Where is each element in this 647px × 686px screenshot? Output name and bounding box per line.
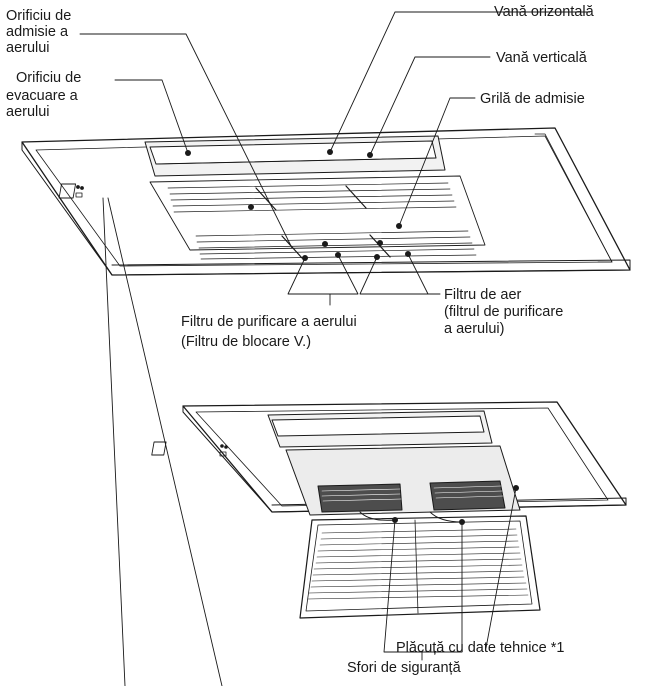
air-filter-label-2: (filtrul de purificare [444, 304, 563, 320]
intake-vent-label-3: aerului [6, 40, 50, 56]
intake-vent-label-2: admisie a [6, 24, 68, 40]
intake-vent-label-1: Orificiu de [6, 8, 71, 24]
top-unit [22, 128, 630, 275]
intake-grille-label: Grilă de admisie [480, 91, 585, 107]
air-filter-label-3: a aerului) [444, 321, 504, 337]
air-filter-label-1: Filtru de aer [444, 287, 521, 303]
vertical-vane-label: Vană verticală [496, 50, 587, 66]
purifying-filter-label-1: Filtru de purificare a aerului [181, 314, 357, 330]
spec-plate-label: Plăcuță cu date tehnice *1 [396, 640, 564, 656]
exhaust-vent-label-3: aerului [6, 104, 50, 120]
purifying-filter-label-2: (Filtru de blocare V.) [181, 334, 311, 350]
bottom-unit [152, 402, 626, 618]
exhaust-vent-label-1: Orificiu de [16, 70, 81, 86]
exhaust-vent-label-2: evacuare a [6, 88, 78, 104]
horizontal-vane-text: Vană orizontală [494, 4, 594, 20]
safety-strings-label: Sfori de siguranță [347, 660, 461, 676]
